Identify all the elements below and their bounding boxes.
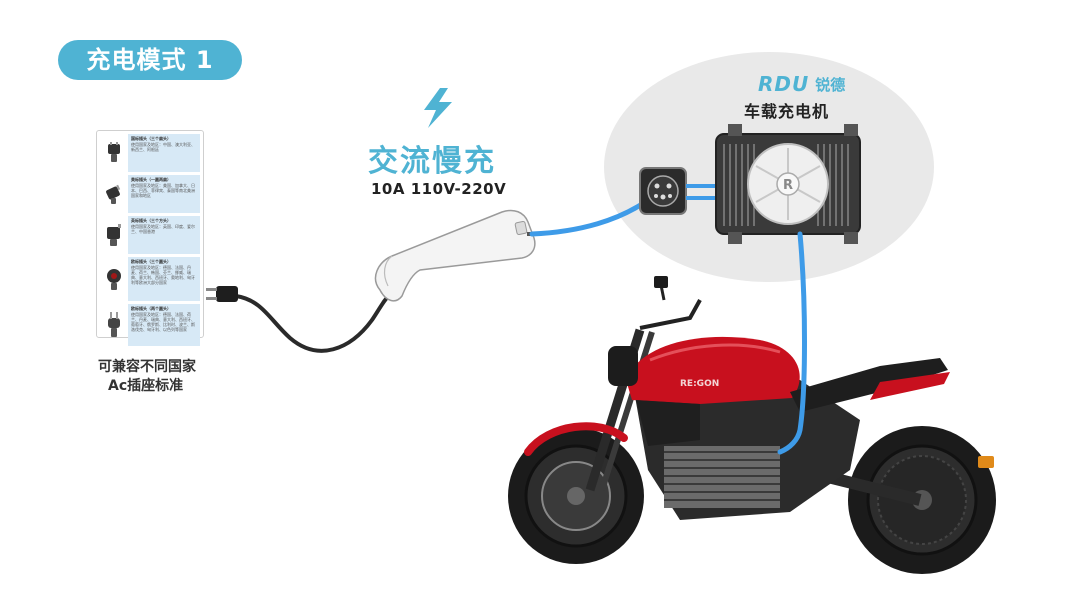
plug-title: 美标插头（一圆两扁） — [131, 177, 171, 182]
plug-type-2-icon — [100, 175, 128, 213]
plug-type-3-icon — [100, 216, 128, 254]
charge-handle-icon — [374, 209, 536, 302]
plug-standards-card: 国标插头（三个扁头） 使用国家及地区：中国、澳大利亚、新西兰、阿根廷 美标插头（… — [96, 130, 204, 346]
ac-cable — [529, 197, 651, 237]
tank-badge: RE:GON — [680, 379, 719, 389]
compat-line-1: 可兼容不同国家 — [98, 359, 196, 375]
plug-standard-row: 欧标插头（三个圆头） 使用国家及地区：德国、法国、丹麦、荷兰、韩国、芬兰、挪威、… — [100, 257, 200, 301]
plug-type-5-icon — [100, 304, 128, 346]
onboard-charger-label: 车载充电机 — [744, 102, 830, 121]
bike-cable — [777, 231, 807, 455]
plug-desc: 使用国家及地区：美国、加拿大、日本、巴西、菲律宾、泰国等南北美洲国家和地区 — [131, 183, 195, 198]
plug-standard-row: 国标插头（三个扁头） 使用国家及地区：中国、澳大利亚、新西兰、阿根廷 — [100, 134, 200, 172]
plug-standard-row: 英标插头（三个方头） 使用国家及地区：英国、印度、爱尔兰、中国香港 — [100, 216, 200, 254]
plug-title: 国标插头（三个扁头） — [131, 136, 171, 141]
compat-line-2: Ac插座标准 — [108, 378, 184, 394]
plug-desc: 使用国家及地区：德国、法国、荷兰、丹麦、瑞典、意大利、西班牙、葡萄牙、俄罗斯、比… — [131, 312, 195, 332]
charging-mode-label: 充电模式 1 — [58, 40, 242, 80]
lightning-icon — [424, 88, 452, 128]
ac-charge-spec: 10A 110V-220V — [371, 180, 507, 198]
plug-desc: 使用国家及地区：英国、印度、爱尔兰、中国香港 — [131, 224, 195, 234]
plug-title: 欧标插头（三个圆头） — [131, 259, 171, 264]
plug-title: 欧标插头（两个圆头） — [131, 306, 171, 311]
onboard-charger-icon: R — [715, 124, 861, 244]
plug-standard-row: 美标插头（一圆两扁） 使用国家及地区：美国、加拿大、日本、巴西、菲律宾、泰国等南… — [100, 175, 200, 213]
plug-desc: 使用国家及地区：德国、法国、丹麦、荷兰、韩国、芬兰、挪威、瑞典、意大利、西班牙、… — [131, 265, 195, 285]
ac-charge-title: 交流慢充 — [368, 144, 496, 179]
plug-type-1-icon — [100, 134, 128, 172]
svg-text:R: R — [783, 178, 793, 193]
power-cord — [234, 290, 394, 353]
compatibility-note: 可兼容不同国家 Ac插座标准 — [98, 358, 218, 396]
charging-inlet-icon — [639, 167, 687, 215]
brand-logo: RDU 锐德 — [758, 72, 845, 96]
plug-title: 英标插头（三个方头） — [131, 218, 171, 223]
brand-name: 锐德 — [815, 75, 846, 94]
wall-plug-icon — [206, 286, 238, 302]
plug-standard-row: 欧标插头（两个圆头） 使用国家及地区：德国、法国、荷兰、丹麦、瑞典、意大利、西班… — [100, 304, 200, 346]
plug-desc: 使用国家及地区：中国、澳大利亚、新西兰、阿根廷 — [131, 142, 195, 152]
motorcycle-illustration — [508, 276, 996, 574]
plug-type-4-icon — [100, 257, 128, 301]
brand-logo-mark: RDU — [758, 72, 810, 96]
